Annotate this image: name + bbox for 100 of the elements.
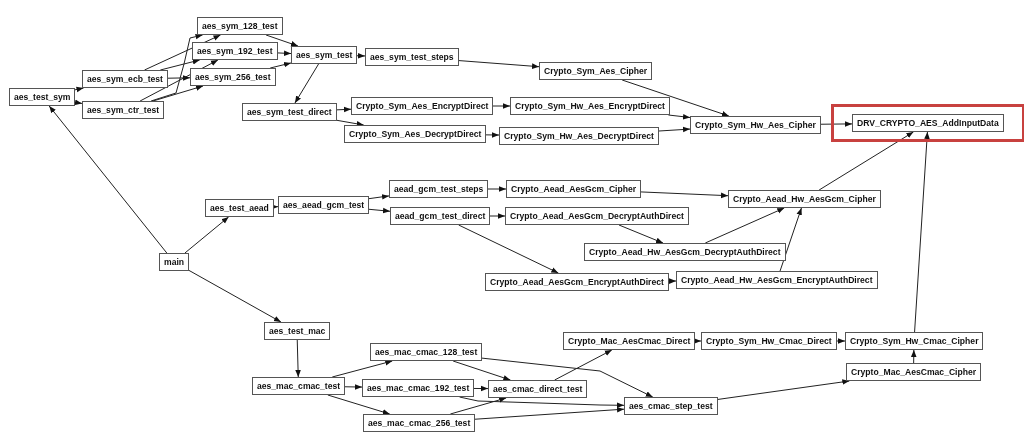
call-arrow <box>779 207 802 272</box>
function-box <box>728 190 881 208</box>
function-name: aes_sym_ctr_test <box>87 104 160 116</box>
function-box <box>510 97 670 115</box>
function-name: Crypto_Aead_Hw_AesGcm_Cipher <box>733 193 876 205</box>
function-name: Crypto_Sym_Hw_Cmac_Cipher <box>850 335 979 347</box>
function-box <box>252 377 346 395</box>
function-name: aes_sym_ecb_test <box>87 73 163 85</box>
call-arrow <box>344 384 363 390</box>
call-arrow <box>458 224 559 274</box>
call-arrow <box>356 52 366 59</box>
call-arrow <box>336 119 365 127</box>
function-name: aes_mac_cmac_256_test <box>368 417 471 429</box>
call-arrow <box>717 379 850 400</box>
call-arrow <box>167 75 191 81</box>
call-arrow <box>48 105 168 254</box>
function-name: aes_test_sym <box>14 91 71 103</box>
function-box <box>192 42 278 60</box>
function-box <box>344 125 487 143</box>
call-arrow <box>269 61 292 69</box>
call-arrow <box>368 194 390 200</box>
function-name: Crypto_Aead_Hw_AesGcm_EncryptAuthDirect <box>681 274 873 286</box>
call-arrow <box>836 338 846 344</box>
function-name: aes_mac_cmac_test <box>257 380 341 392</box>
call-arrow <box>473 385 489 392</box>
function-box <box>351 97 494 115</box>
call-arrow <box>487 186 507 192</box>
call-arrow <box>910 349 917 364</box>
call-arrow <box>621 79 730 117</box>
call-arrow <box>640 191 729 199</box>
function-name: Crypto_Sym_Aes_EncryptDirect <box>356 100 489 112</box>
function-name: main <box>164 256 185 268</box>
call-arrow <box>368 207 391 214</box>
function-box <box>82 101 165 119</box>
function-name: aes_sym_test_steps <box>370 51 454 63</box>
function-box <box>159 253 190 271</box>
function-name: aes_test_mac <box>269 325 326 337</box>
call-arrow <box>474 406 625 420</box>
call-arrow <box>667 113 691 120</box>
call-arrow <box>554 349 613 381</box>
call-arrow <box>188 269 282 323</box>
function-box <box>291 46 358 64</box>
function-box <box>563 332 696 350</box>
function-name: Crypto_Aead_Hw_AesGcm_DecryptAuthDirect <box>589 246 781 258</box>
function-box <box>278 196 370 214</box>
function-box <box>197 17 283 35</box>
function-name: aes_sym_test_direct <box>247 106 332 118</box>
function-name: Crypto_Sym_Aes_Cipher <box>544 65 648 77</box>
call-arrow <box>139 59 219 102</box>
call-arrow <box>481 357 654 398</box>
function-box <box>365 48 459 66</box>
call-arrow <box>489 213 506 219</box>
call-arrow <box>668 278 677 284</box>
call-arrow <box>449 397 507 415</box>
function-box <box>370 343 483 361</box>
function-name: aes_mac_cmac_128_test <box>375 346 478 358</box>
function-name: DRV_CRYPTO_AES_AddInputData <box>857 117 999 129</box>
function-box <box>242 103 337 121</box>
function-name: aes_sym_192_test <box>197 45 273 57</box>
function-box <box>845 332 984 350</box>
call-arrow <box>694 338 702 344</box>
call-arrow <box>144 34 221 71</box>
call-arrow <box>294 63 320 104</box>
function-box <box>701 332 837 350</box>
call-arrow <box>265 34 299 47</box>
function-box <box>506 180 642 198</box>
function-box <box>485 273 669 291</box>
function-box <box>624 397 718 415</box>
function-box <box>9 88 76 106</box>
function-box <box>362 379 475 397</box>
function-name: aes_aead_gcm_test <box>283 199 365 211</box>
call-arrow <box>295 339 301 378</box>
function-box <box>264 322 331 340</box>
function-name: aes_cmac_step_test <box>629 400 713 412</box>
function-name: Crypto_Sym_Aes_DecryptDirect <box>349 128 482 140</box>
call-arrow <box>452 360 511 381</box>
function-name: aes_cmac_direct_test <box>493 383 583 395</box>
function-box <box>846 363 982 381</box>
function-name: Crypto_Aead_AesGcm_EncryptAuthDirect <box>490 276 664 288</box>
function-box <box>82 70 168 88</box>
call-arrow <box>74 86 84 93</box>
function-box <box>363 414 476 432</box>
call-arrow <box>74 99 83 106</box>
call-arrow <box>458 60 540 69</box>
function-name: aes_sym_256_test <box>195 71 271 83</box>
function-name: Crypto_Mac_AesCmac_Direct <box>568 335 691 347</box>
function-box <box>190 68 276 86</box>
call-arrow <box>459 396 625 409</box>
function-box <box>205 199 274 217</box>
call-arrow <box>618 224 664 244</box>
call-arrow <box>336 106 352 113</box>
function-box <box>852 114 1004 132</box>
function-box <box>505 207 689 225</box>
function-box <box>488 380 588 398</box>
function-box <box>690 116 821 134</box>
function-name: Crypto_Aead_AesGcm_DecryptAuthDirect <box>510 210 684 222</box>
call-arrow <box>277 50 292 56</box>
function-name: aead_gcm_test_direct <box>395 210 486 222</box>
function-name: Crypto_Sym_Hw_Cmac_Direct <box>706 335 832 347</box>
call-arrow <box>704 207 785 244</box>
